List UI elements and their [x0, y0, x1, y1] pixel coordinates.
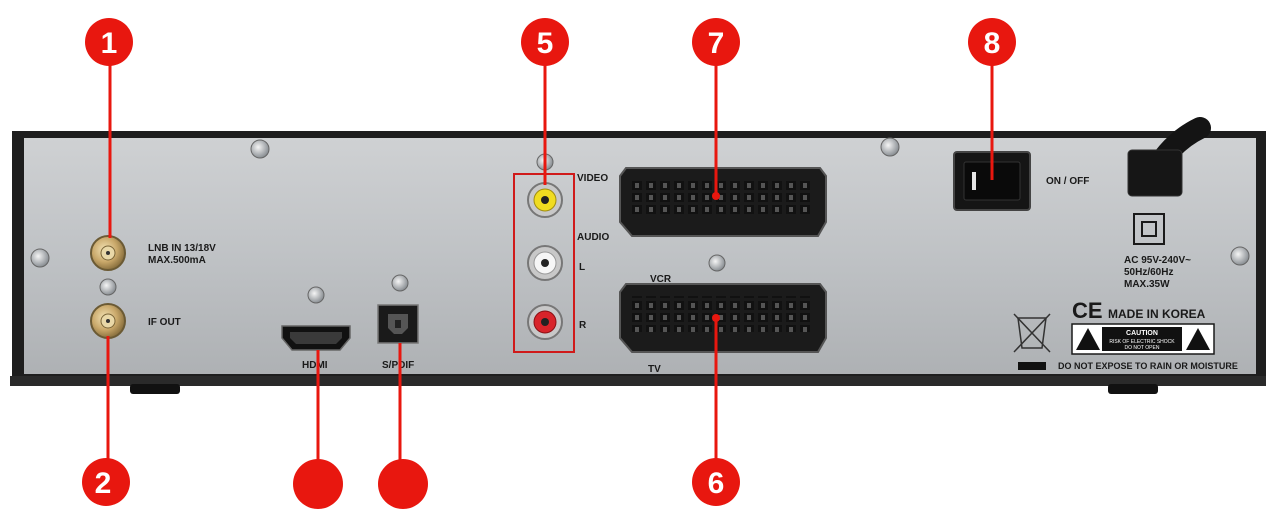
scart-tv-port — [619, 283, 827, 353]
hdmi-port — [281, 325, 351, 351]
ce-mark: CE — [1072, 298, 1103, 323]
warning-triangle-icon — [1076, 328, 1100, 350]
callout-6: 6 — [692, 458, 740, 506]
screw-icon — [250, 139, 270, 159]
audio-l-label: L — [579, 262, 585, 273]
tv-label: TV — [648, 364, 661, 375]
power-label: ON / OFF — [1046, 176, 1089, 187]
callout-5-number: 5 — [537, 27, 554, 60]
rca-audio-l-jack — [527, 245, 563, 281]
right-foot — [1108, 384, 1158, 394]
screws — [30, 137, 1250, 304]
if-out-connector — [90, 303, 126, 339]
leader-dot — [712, 192, 720, 200]
chassis-bottom-lip — [10, 376, 1266, 386]
callout-2-number: 2 — [95, 467, 112, 500]
caution-label — [1071, 323, 1215, 355]
rca-video-jack — [527, 182, 563, 218]
made-in-label: MADE IN KOREA — [1108, 307, 1206, 321]
lnb-in-label-line1: LNB IN 13/18V — [148, 243, 216, 254]
left-foot — [130, 384, 180, 394]
callout-spdif — [378, 459, 428, 509]
rating-line1: AC 95V-240V~ — [1124, 255, 1191, 266]
callout-7-number: 7 — [708, 27, 725, 60]
screw-icon — [708, 254, 726, 272]
callout-6-number: 6 — [708, 467, 725, 500]
screw-icon — [30, 248, 50, 268]
callout-8: 8 — [968, 18, 1016, 66]
power-on-mark — [972, 172, 976, 190]
power-cord — [1127, 117, 1211, 197]
audio-label: AUDIO — [577, 232, 609, 243]
vcr-label: VCR — [650, 274, 672, 285]
warning-triangle-icon — [1186, 328, 1210, 350]
screw-icon — [99, 278, 117, 296]
power-switch — [953, 151, 1031, 211]
moisture-warning: DO NOT EXPOSE TO RAIN OR MOISTURE — [1058, 361, 1238, 371]
screw-icon — [307, 286, 325, 304]
rca-audio-r-jack — [527, 304, 563, 340]
double-insulation-icon — [1133, 213, 1165, 245]
if-out-label: IF OUT — [148, 317, 181, 328]
rating-line3: MAX.35W — [1124, 279, 1170, 290]
callout-leader-lines — [106, 60, 994, 470]
callout-1: 1 — [85, 18, 133, 66]
callout-7: 7 — [692, 18, 740, 66]
callout-1-number: 1 — [101, 27, 118, 60]
rating-line2: 50Hz/60Hz — [1124, 267, 1173, 278]
screw-icon — [391, 274, 409, 292]
lnb-in-label-line2: MAX.500mA — [148, 255, 206, 266]
callout-2: 2 — [82, 458, 130, 506]
hdmi-label: HDMI — [302, 360, 328, 371]
screw-icon — [1230, 246, 1250, 266]
caution-line1: RISK OF ELECTRIC SHOCK — [1109, 339, 1175, 345]
callout-hdmi — [293, 459, 343, 509]
callout-8-number: 8 — [984, 27, 1001, 60]
lnb-in-connector — [90, 235, 126, 271]
audio-r-label: R — [579, 320, 587, 331]
video-label: VIDEO — [577, 173, 608, 184]
callout-5: 5 — [521, 18, 569, 66]
screw-icon — [880, 137, 900, 157]
weee-bin-icon — [1013, 313, 1051, 370]
caution-title: CAUTION — [1126, 330, 1158, 337]
scart-vcr-port — [619, 167, 827, 237]
chassis — [10, 131, 1266, 394]
spdif-label: S/PDIF — [382, 360, 414, 371]
spdif-port — [377, 304, 419, 344]
leader-dot — [712, 314, 720, 322]
caution-line2: DO NOT OPEN — [1125, 345, 1160, 351]
